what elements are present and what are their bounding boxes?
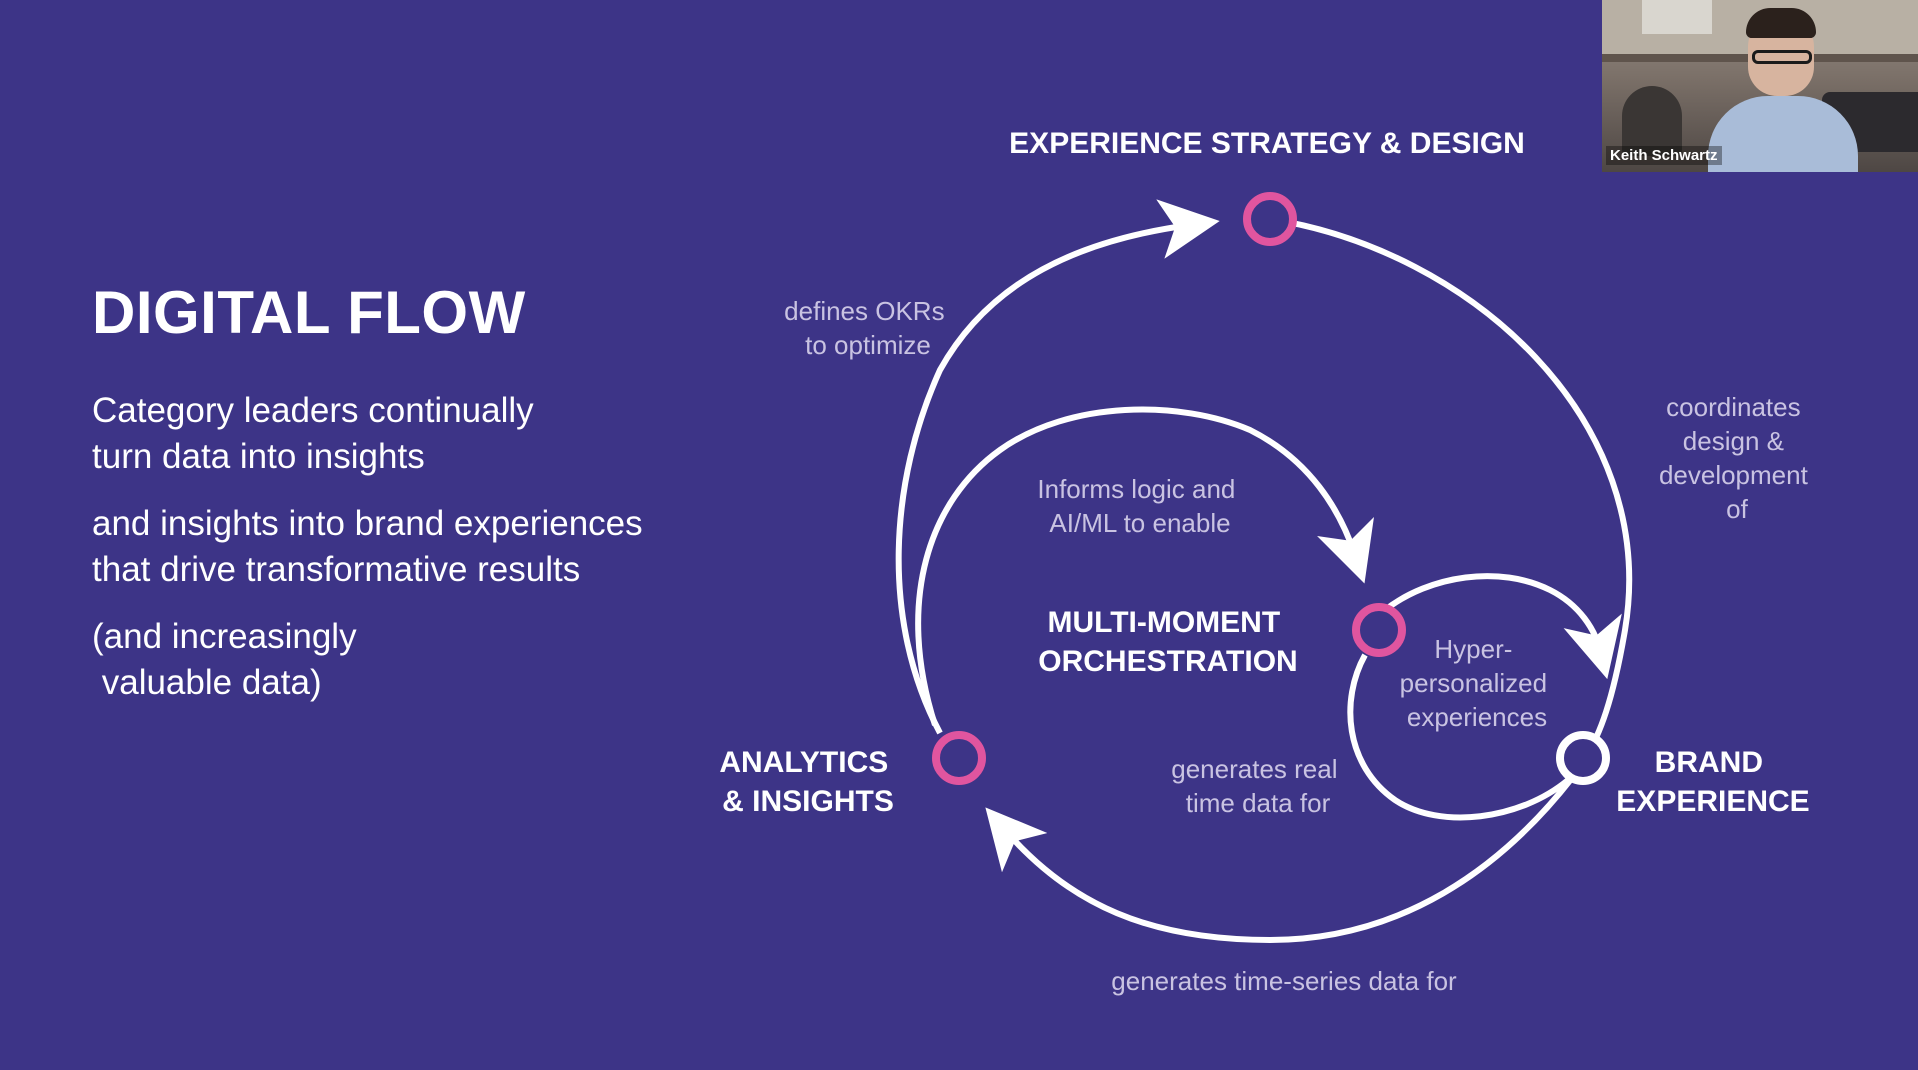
edge-label-line: AI/ML to enable	[1049, 508, 1230, 538]
edge-label-line: defines OKRs	[784, 296, 944, 326]
node-label-line: ORCHESTRATION	[1038, 645, 1297, 678]
edge-label-line: coordinates	[1666, 392, 1800, 422]
video-background	[1642, 0, 1712, 34]
paragraph-line: that drive transformative results	[92, 550, 581, 589]
edge-label-line: experiences	[1407, 702, 1547, 732]
participant-figure	[1752, 50, 1812, 64]
participant-figure	[1708, 96, 1858, 172]
node-label-line: ANALYTICS	[719, 746, 888, 779]
participant-video-tile[interactable]: Keith Schwartz	[1602, 0, 1918, 172]
edge-label-line: design &	[1683, 426, 1784, 456]
paragraph-line: and insights into brand experiences	[92, 504, 643, 543]
node-label-line: MULTI-MOMENT	[1047, 606, 1280, 639]
edge-label-defines: defines OKRs to optimize	[784, 296, 952, 360]
edge-label-timeseries: generates time-series data for	[1111, 966, 1457, 996]
edge-label-line: Informs logic and	[1037, 474, 1235, 504]
node-brand	[1556, 731, 1610, 785]
node-label-strategy: EXPERIENCE STRATEGY & DESIGN	[1009, 127, 1525, 160]
arc-analytics-to-orchestration	[915, 406, 1374, 726]
paragraph-line: valuable data)	[92, 663, 322, 702]
edge-label-coordinates: coordinates design & development of	[1659, 392, 1815, 524]
edge-label-line: personalized	[1400, 668, 1547, 698]
edge-label-informs: Informs logic and AI/ML to enable	[1037, 474, 1242, 538]
edge-label-line: of	[1726, 494, 1748, 524]
edge-label-line: Hyper-	[1434, 634, 1512, 664]
edge-label-hyper: Hyper- personalized experiences	[1400, 634, 1555, 732]
slide-paragraph-2: and insights into brand experiences that…	[92, 501, 643, 593]
edge-label-line: time data for	[1186, 788, 1331, 818]
paragraph-line: (and increasingly	[92, 617, 357, 656]
arc-brand-to-analytics	[985, 776, 1575, 944]
arc-brand-to-orchestration	[1347, 653, 1570, 821]
slide-paragraph-1: Category leaders continually turn data i…	[92, 388, 534, 480]
node-label-line: BRAND	[1655, 746, 1763, 779]
edge-label-line: generates real	[1171, 754, 1337, 784]
node-label-line: & INSIGHTS	[722, 785, 894, 818]
node-analytics	[932, 731, 986, 785]
arc-orchestration-to-brand	[1383, 573, 1622, 680]
slide-title: DIGITAL FLOW	[92, 279, 526, 346]
participant-name-label: Keith Schwartz	[1606, 146, 1722, 165]
arc-strategy-to-brand	[1269, 216, 1633, 760]
arc-analytics-to-strategy	[895, 199, 1220, 735]
edge-label-line: development	[1659, 460, 1809, 490]
node-orchestration	[1352, 603, 1406, 657]
edge-label-line: to optimize	[805, 330, 931, 360]
slide-paragraph-3: (and increasingly valuable data)	[92, 614, 357, 706]
node-label-analytics: ANALYTICS & INSIGHTS	[719, 746, 896, 818]
paragraph-line: turn data into insights	[92, 437, 425, 476]
edge-label-realtime: generates real time data for	[1171, 754, 1344, 818]
participant-figure	[1746, 8, 1816, 38]
node-label-line: EXPERIENCE	[1616, 785, 1809, 818]
node-label-brand: BRAND EXPERIENCE	[1616, 746, 1809, 818]
node-label-orchestration: MULTI-MOMENT ORCHESTRATION	[1038, 606, 1297, 678]
node-strategy	[1243, 192, 1297, 246]
paragraph-line: Category leaders continually	[92, 391, 534, 430]
video-background	[1622, 86, 1682, 156]
